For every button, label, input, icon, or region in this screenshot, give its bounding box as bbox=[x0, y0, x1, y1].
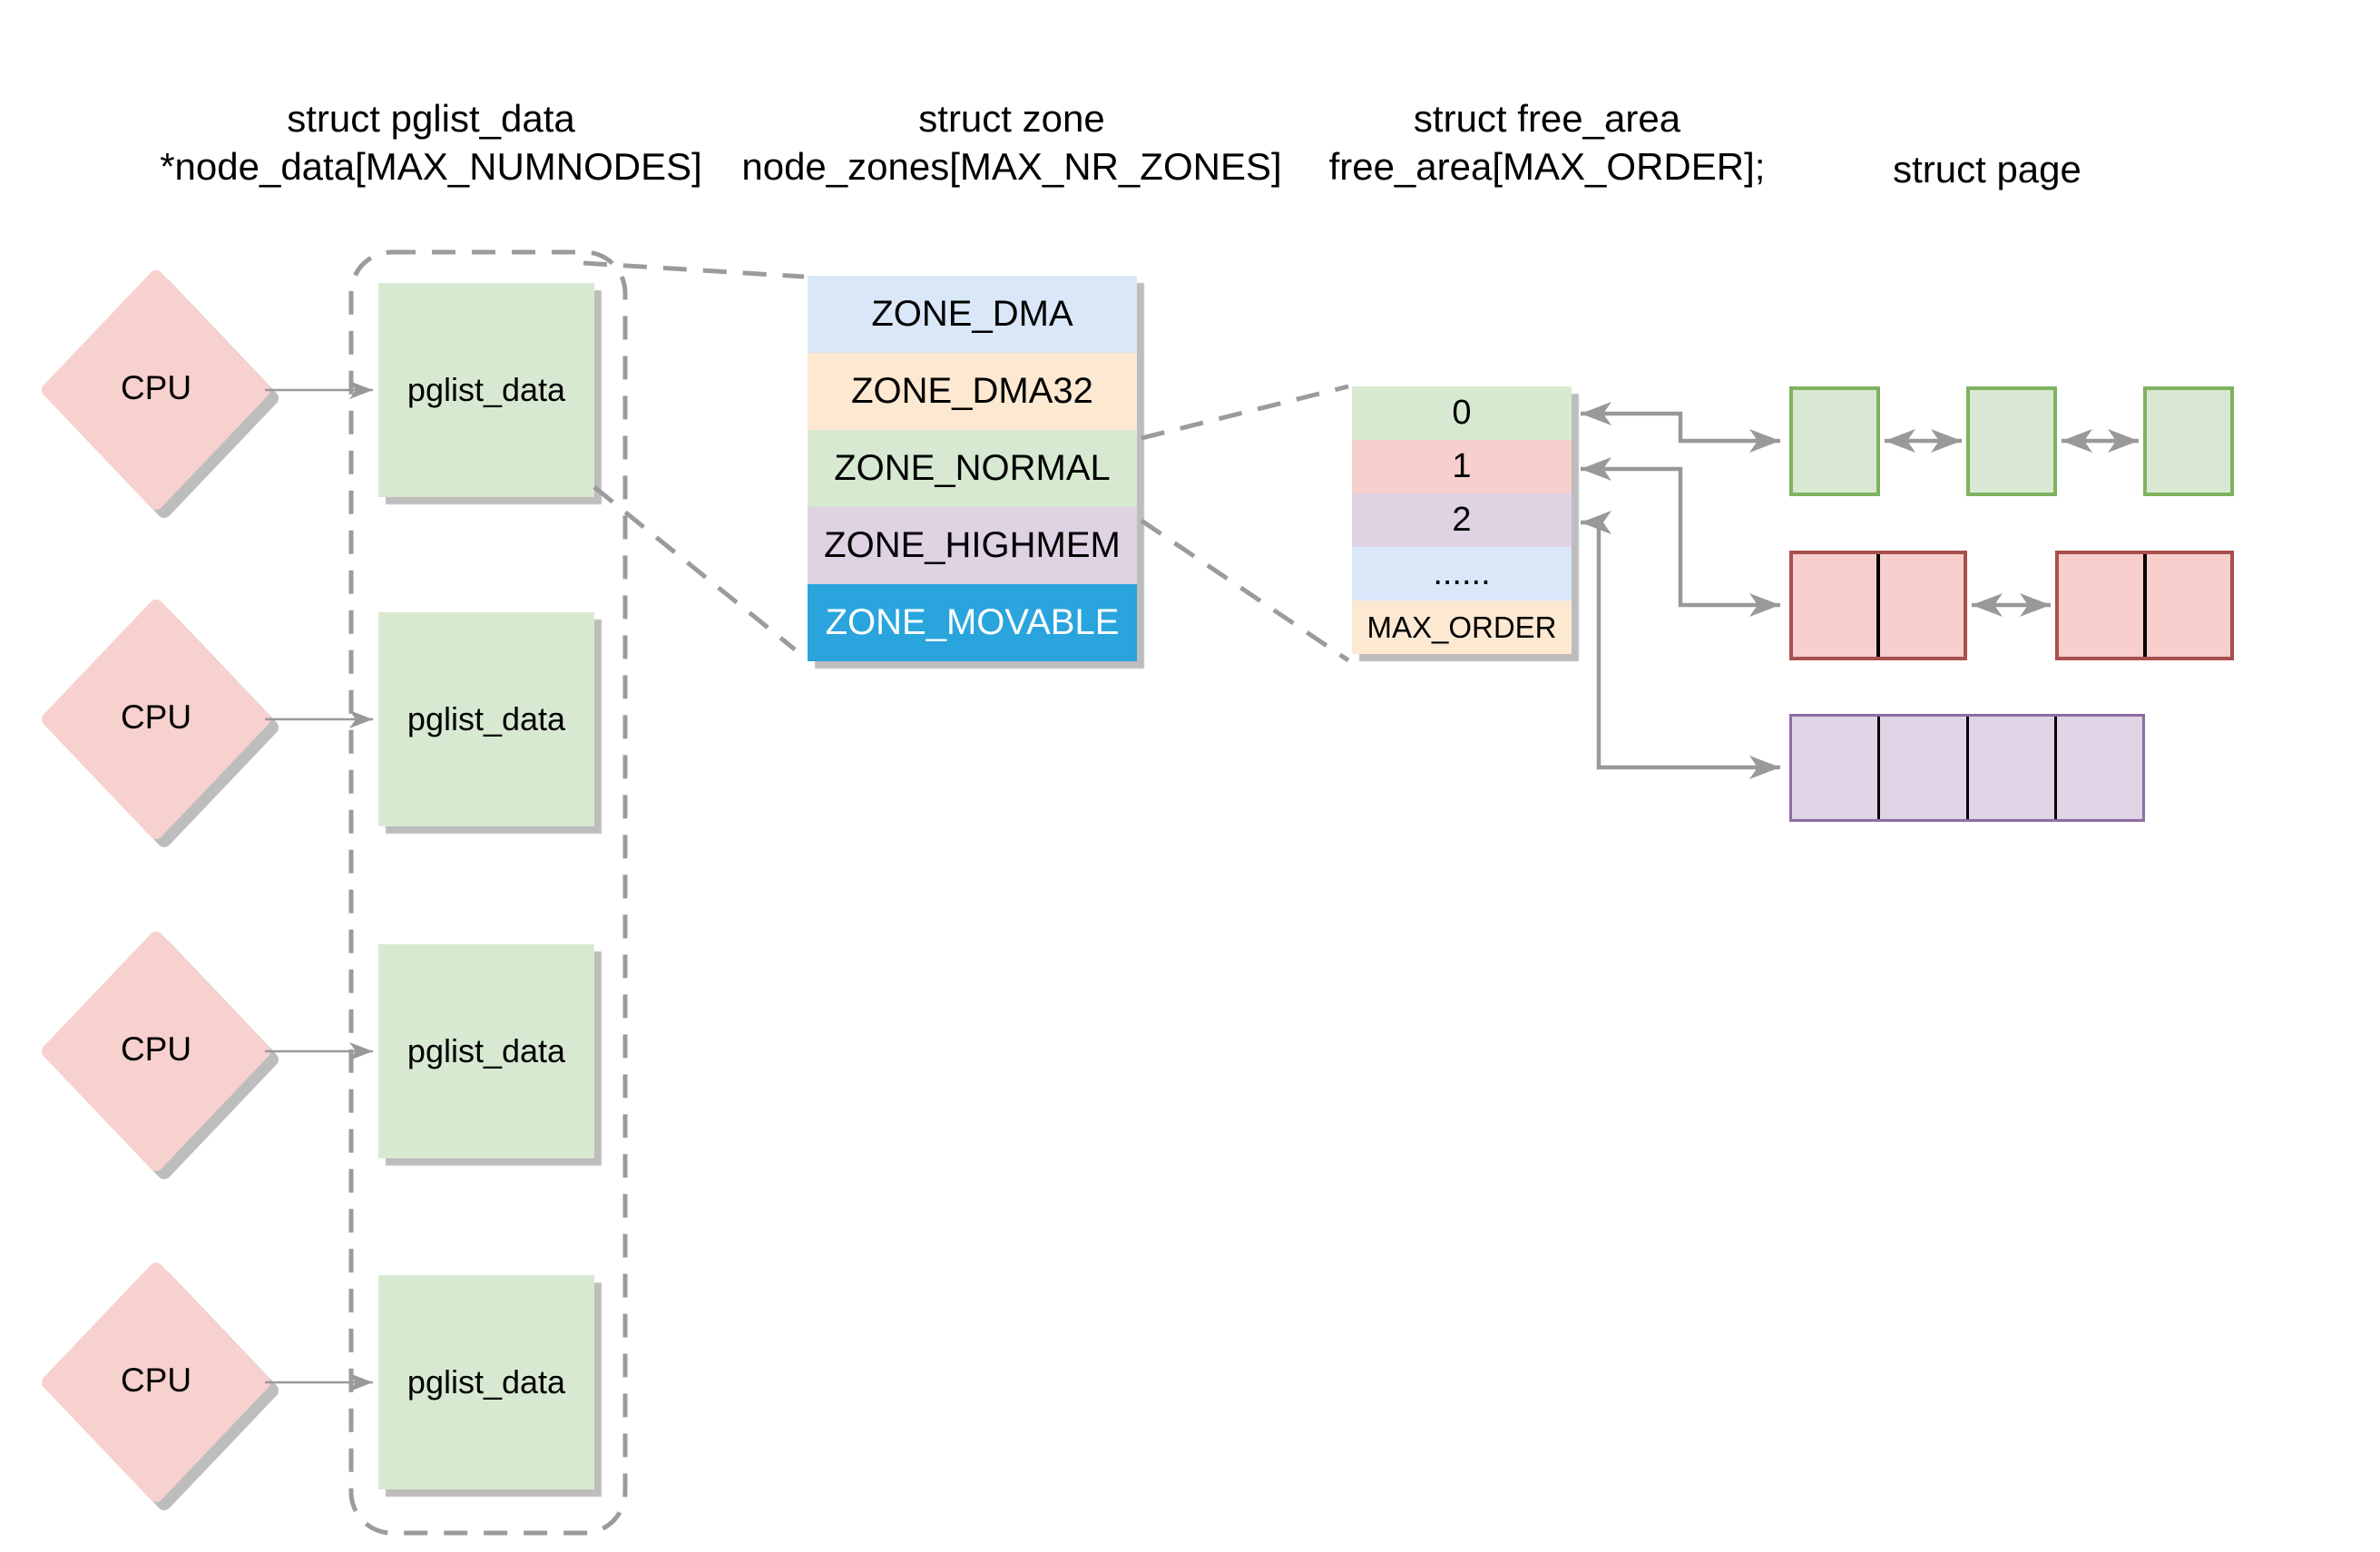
freearea-order2-connector bbox=[1581, 511, 1780, 779]
page-block-order1-2 bbox=[2055, 551, 2234, 660]
cpu-to-pglist-arrows bbox=[265, 381, 373, 1391]
free-area-table: 0 1 2 ...... MAX_ORDER bbox=[1352, 386, 1572, 654]
page-block-order0-2 bbox=[1966, 386, 2057, 496]
pglist-data-box-3: pglist_data bbox=[378, 944, 594, 1158]
header-free-area-line1: struct free_area bbox=[1413, 97, 1681, 140]
zone-row-movable: ZONE_MOVABLE bbox=[808, 584, 1137, 661]
header-pglist-line1: struct pglist_data bbox=[287, 97, 575, 140]
page-cell bbox=[1965, 717, 2054, 819]
page-cell bbox=[1793, 554, 1876, 657]
page-block-order0-1 bbox=[1789, 386, 1880, 496]
zone-row-dma32: ZONE_DMA32 bbox=[808, 353, 1137, 430]
page-cell bbox=[2059, 554, 2143, 657]
cpu-label-3: CPU bbox=[120, 1030, 192, 1068]
page-cell bbox=[2053, 717, 2142, 819]
header-zone-line1: struct zone bbox=[918, 97, 1105, 140]
cpu-label-4: CPU bbox=[120, 1362, 192, 1399]
header-free-area-line2: free_area[MAX_ORDER]; bbox=[1328, 145, 1766, 188]
free-area-row-2: 2 bbox=[1352, 493, 1572, 547]
pglist-data-box-1: pglist_data bbox=[378, 283, 594, 497]
cpu-label-2: CPU bbox=[120, 698, 192, 736]
cpu-label-1: CPU bbox=[120, 369, 192, 406]
pglist-to-zones-dashed-link-top bbox=[583, 260, 805, 279]
zone-stack: ZONE_DMA ZONE_DMA32 ZONE_NORMAL ZONE_HIG… bbox=[808, 276, 1137, 661]
page-cell bbox=[1877, 717, 1965, 819]
zone-row-highmem: ZONE_HIGHMEM bbox=[808, 507, 1137, 584]
free-area-row-ellipsis: ...... bbox=[1352, 547, 1572, 600]
cpu-diamonds bbox=[42, 270, 279, 1510]
header-struct-page: struct page bbox=[1842, 145, 2132, 193]
pglist-data-box-4: pglist_data bbox=[378, 1275, 594, 1489]
freearea-order1-connector bbox=[1581, 457, 1780, 617]
header-pglist-line2: *node_data[MAX_NUMNODES] bbox=[160, 145, 702, 188]
page-cell bbox=[2142, 554, 2231, 657]
page-block-order1-1 bbox=[1789, 551, 1967, 660]
zone-to-freearea-dashed-link-top bbox=[1141, 384, 1349, 441]
page-cell bbox=[1792, 717, 1877, 819]
zone-row-normal: ZONE_NORMAL bbox=[808, 430, 1137, 507]
pglist-data-box-2: pglist_data bbox=[378, 612, 594, 826]
free-area-row-max-order: MAX_ORDER bbox=[1352, 600, 1572, 654]
pglist-to-zones-dashed-link-bottom bbox=[593, 485, 797, 651]
page-block-order2-1 bbox=[1789, 714, 2145, 822]
free-area-row-1: 1 bbox=[1352, 440, 1572, 493]
freearea-to-page-connectors bbox=[1581, 402, 1780, 779]
page-cell bbox=[1876, 554, 1964, 657]
header-free-area: struct free_area free_area[MAX_ORDER]; bbox=[1298, 94, 1797, 190]
page-block-order0-3 bbox=[2143, 386, 2234, 496]
free-area-row-0: 0 bbox=[1352, 386, 1572, 440]
header-struct-page-line1: struct page bbox=[1893, 148, 2081, 190]
header-zone: struct zone node_zones[MAX_NR_ZONES] bbox=[717, 94, 1307, 190]
header-zone-line2: node_zones[MAX_NR_ZONES] bbox=[741, 145, 1282, 188]
freearea-order0-connector bbox=[1581, 402, 1780, 453]
zone-to-freearea-dashed-link-bottom bbox=[1140, 518, 1350, 663]
zone-row-dma: ZONE_DMA bbox=[808, 276, 1137, 353]
header-pglist-data: struct pglist_data *node_data[MAX_NUMNOD… bbox=[118, 94, 744, 190]
